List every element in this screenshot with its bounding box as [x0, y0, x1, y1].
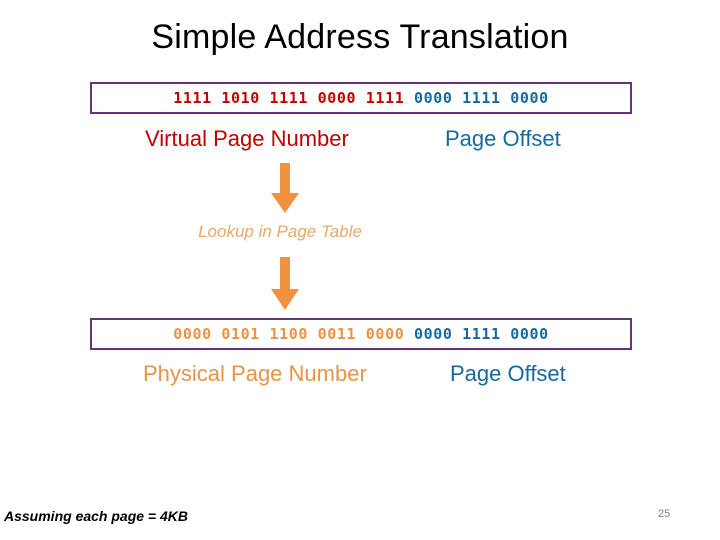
physical-page-number-label: Physical Page Number [143, 361, 367, 386]
virtual-address-box: 1111 1010 1111 0000 1111 0000 1111 0000 [90, 82, 632, 114]
down-arrow-icon-bottom [267, 257, 303, 312]
physical-address-box: 0000 0101 1100 0011 0000 0000 1111 0000 [90, 318, 632, 350]
physical-address-labels: Physical Page Number Page Offset [90, 357, 632, 391]
slide-page-number: 25 [658, 508, 671, 520]
assumption-footnote: Assuming each page = 4KB [4, 508, 189, 524]
virtual-page-offset-bits: 0000 1111 0000 [413, 88, 549, 107]
virtual-page-offset-label: Page Offset [445, 126, 561, 151]
down-arrow-icon-top [267, 163, 303, 215]
page-title: Simple Address Translation [151, 18, 569, 56]
bits-separator [404, 91, 414, 106]
bits-separator [404, 327, 414, 342]
physical-page-offset-label: Page Offset [450, 361, 566, 386]
virtual-page-number-label: Virtual Page Number [145, 126, 349, 151]
virtual-page-number-bits: 1111 1010 1111 0000 1111 [173, 88, 405, 107]
lookup-in-page-table-caption: Lookup in Page Table [198, 222, 362, 241]
virtual-address-labels: Virtual Page Number Page Offset [90, 122, 632, 156]
physical-page-number-bits: 0000 0101 1100 0011 0000 [173, 324, 405, 343]
physical-page-offset-bits: 0000 1111 0000 [413, 324, 549, 343]
